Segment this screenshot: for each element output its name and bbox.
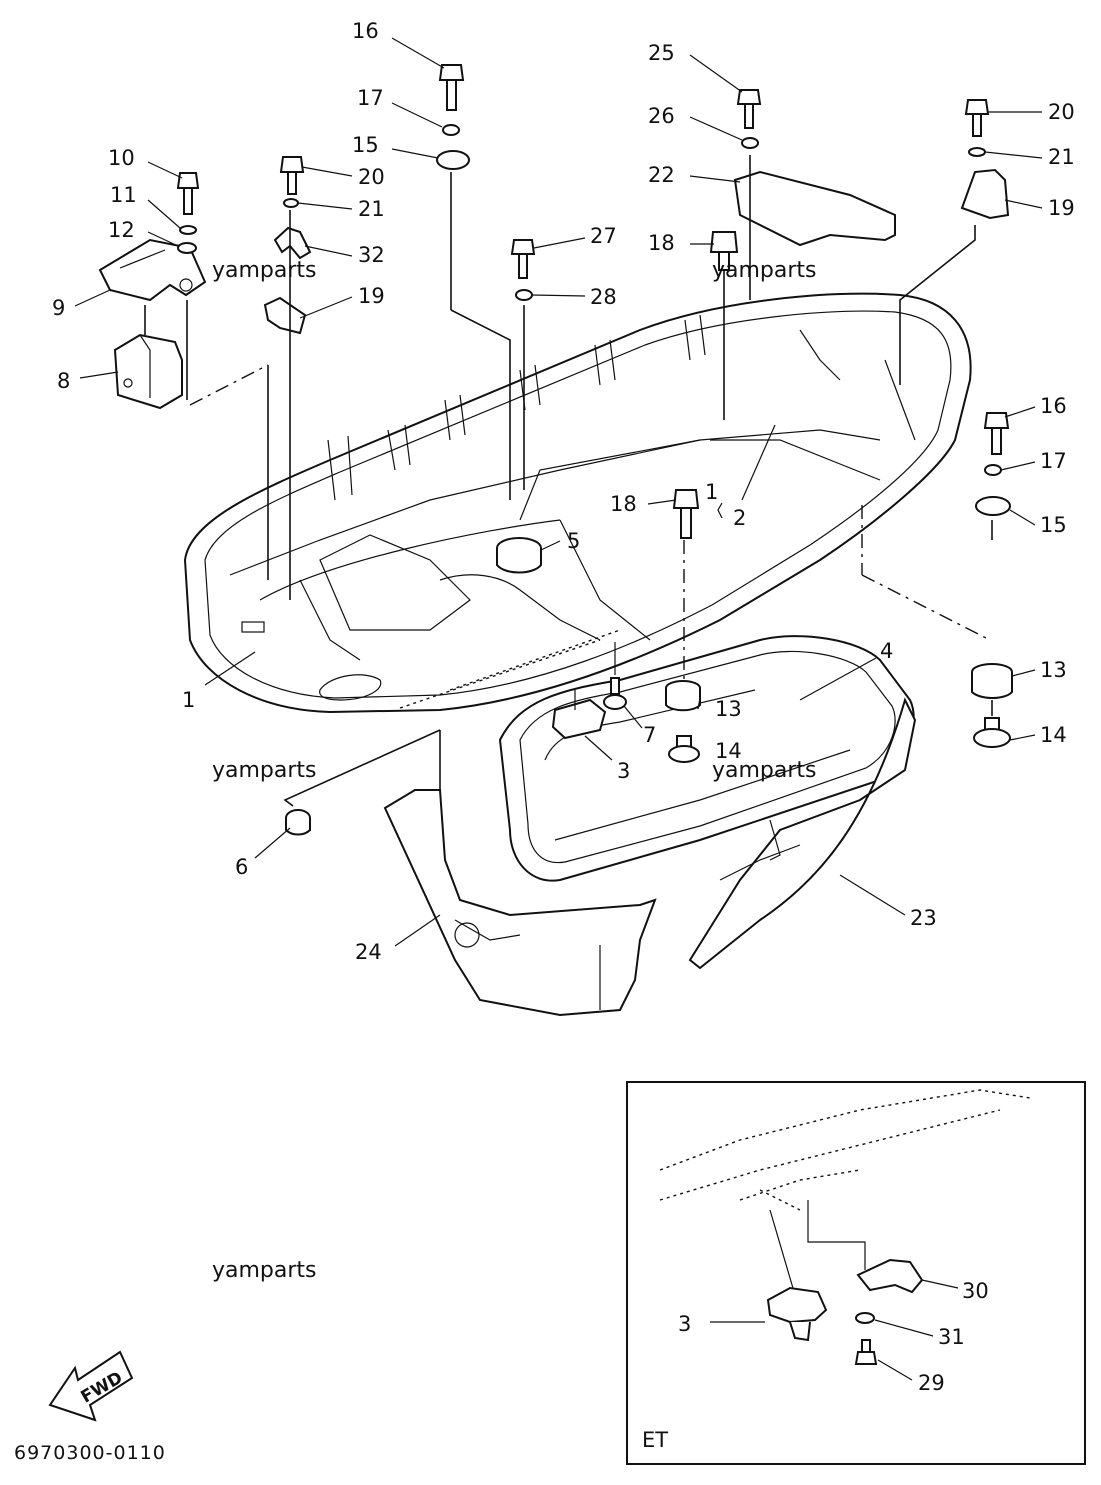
callout-13-center: 13: [715, 697, 742, 721]
leader-lines: [74, 37, 1043, 947]
callout-22: 22: [648, 163, 675, 187]
collar-14-right: [973, 717, 1011, 748]
grommet-13-center: [665, 680, 701, 712]
callout-20: 20: [358, 165, 385, 189]
bolt-16-top: [438, 64, 465, 111]
bolt-18-top: [709, 231, 739, 271]
bolt-18-center: [672, 489, 700, 539]
bolt-10: [176, 172, 200, 215]
assembly-lines: [144, 155, 993, 807]
washer-26: [741, 137, 759, 149]
bolt-25: [736, 89, 762, 129]
callout-3: 3: [617, 759, 630, 783]
callout-29: 29: [918, 1371, 945, 1395]
watermark-text: yamparts: [212, 758, 317, 783]
callout-19: 19: [358, 284, 385, 308]
collar-14-center: [668, 735, 700, 763]
callout-labels: 16 17 15 10 11 12 9 8 20 21 32 19 25 26 …: [52, 19, 1075, 964]
grommet-5: [496, 537, 542, 574]
callout-15-right: 15: [1040, 513, 1067, 537]
callout-1: 1: [182, 688, 195, 712]
callout-4: 4: [880, 639, 893, 663]
callout-24: 24: [355, 940, 382, 964]
callout-16: 16: [352, 19, 379, 43]
seal-3: [551, 698, 607, 740]
callout-17: 17: [357, 86, 384, 110]
watermark-text: yamparts: [212, 1258, 317, 1283]
side-cover-port: [383, 789, 657, 1017]
callout-19-right: 19: [1048, 196, 1075, 220]
gasket-plate-22: [733, 170, 896, 247]
callout-13-right: 13: [1040, 658, 1067, 682]
clip-19-left: [263, 296, 307, 335]
lower-cover: [498, 635, 915, 882]
side-cover-starboard: [688, 697, 917, 970]
callout-16-right: 16: [1040, 394, 1067, 418]
watermark-text: yamparts: [212, 258, 317, 283]
callout-25: 25: [648, 41, 675, 65]
callout-21-right: 21: [1048, 145, 1075, 169]
bottom-cowling: [183, 292, 972, 714]
callout-18: 18: [648, 231, 675, 255]
grommet-13-right: [971, 663, 1013, 699]
part-8-box: [113, 333, 183, 410]
washer-12: [177, 242, 197, 254]
clip-32: [273, 226, 312, 260]
callout-14-right: 14: [1040, 723, 1067, 747]
watermark-text: yamparts: [712, 258, 817, 283]
washer-21-right: [968, 147, 986, 157]
washer-21-left: [283, 198, 299, 208]
washer-17-right: [984, 464, 1002, 476]
callout-6: 6: [235, 855, 248, 879]
bolt-16-right: [983, 412, 1010, 455]
grommet-6: [285, 809, 311, 836]
washer-15-right: [975, 496, 1011, 516]
screw-7: [603, 677, 627, 710]
callout-21: 21: [358, 197, 385, 221]
washer-15-top: [436, 150, 470, 170]
callout-18-center: 18: [610, 492, 637, 516]
callout-20-right: 20: [1048, 100, 1075, 124]
callout-8: 8: [57, 369, 70, 393]
callout-27: 27: [590, 224, 617, 248]
callout-14-center: 14: [715, 739, 742, 763]
callout-23: 23: [910, 906, 937, 930]
callout-15: 15: [352, 133, 379, 157]
washer-11: [179, 225, 197, 235]
watermarks: yamparts yamparts yamparts yamparts yamp…: [212, 258, 817, 1283]
callout-28: 28: [590, 285, 617, 309]
callout-11: 11: [110, 183, 137, 207]
callout-7: 7: [643, 723, 656, 747]
callout-2: 2: [733, 506, 746, 530]
callout-12: 12: [108, 218, 135, 242]
callout-32: 32: [358, 243, 385, 267]
bolt-20-right: [964, 99, 990, 137]
callout-5: 5: [567, 529, 580, 553]
drawing-code: 6970300-0110: [14, 1442, 166, 1464]
washer-17-top: [442, 124, 460, 136]
fwd-arrow-icon: FWD: [48, 1350, 134, 1422]
callout-31: 31: [938, 1325, 965, 1349]
bolt-20-left: [279, 156, 305, 195]
bolt-27: [510, 239, 536, 279]
watermark-text: yamparts: [712, 758, 817, 783]
callout-30: 30: [962, 1279, 989, 1303]
callout-9: 9: [52, 296, 65, 320]
clip-19-right: [960, 168, 1010, 220]
part-9-bracket: [98, 238, 207, 302]
callout-26: 26: [648, 104, 675, 128]
callout-3-inset: 3: [678, 1312, 691, 1336]
callout-10: 10: [108, 146, 135, 170]
inset-label: ET: [642, 1428, 668, 1452]
callout-1-small: 1: [705, 480, 718, 504]
inset-et-detail: 30 31 29 3 ET: [626, 1081, 1086, 1465]
callout-17-right: 17: [1040, 449, 1067, 473]
washer-28: [515, 289, 533, 301]
